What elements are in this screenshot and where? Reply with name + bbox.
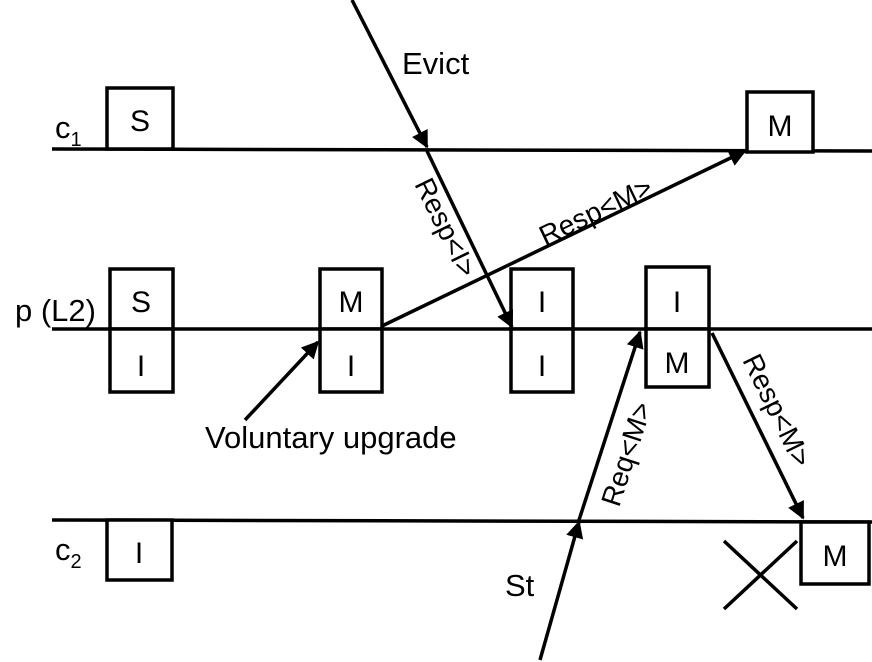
c2-initial-state-box [105, 518, 174, 582]
p-col2-bottom-state: I [347, 350, 355, 383]
voluntary-upgrade-label: Voluntary upgrade [205, 420, 457, 455]
p-col1-bottom-box [108, 327, 175, 394]
c1-initial-state-box [105, 86, 175, 151]
store-arrow [538, 520, 584, 661]
p-col4-bottom-box [644, 327, 711, 389]
p-col2-bottom-box [318, 327, 384, 394]
c2-timeline [51, 518, 872, 524]
c1-final-state: M [768, 110, 793, 143]
c2-final-state-box [799, 520, 871, 586]
p-label: p (L2) [15, 293, 96, 328]
c1-final-state-box [745, 90, 815, 154]
store-label: St [505, 568, 535, 603]
p-col1-top-box [108, 267, 175, 331]
p-col3-top-state: I [538, 286, 546, 319]
p-col4-top-state: I [673, 286, 681, 319]
cross-mark-b [722, 539, 799, 611]
voluntary-upgrade-arrow [243, 340, 320, 422]
c2-initial-state: I [135, 537, 143, 570]
p-col3-bottom-state: I [538, 350, 546, 383]
c1-initial-state: S [130, 105, 150, 138]
p-col1-bottom-state: I [137, 350, 145, 383]
p-col2-top-box [318, 267, 384, 331]
c2-label: c2 [55, 532, 82, 573]
p-col2-top-state: M [339, 286, 364, 319]
evict-arrow [350, 0, 429, 149]
resp-m-to-c1-label: Resp<M> [534, 171, 657, 251]
p-col3-top-box [509, 267, 575, 331]
resp-m-to-c2-arrow [710, 332, 805, 520]
req-m-label: Req<M> [595, 398, 658, 510]
p-col1-top-state: S [131, 286, 151, 319]
resp-m-to-c1-arrow [381, 149, 747, 328]
resp-i-arrow [425, 150, 514, 329]
c1-label: c1 [55, 110, 82, 151]
evict-label: Evict [402, 46, 470, 81]
p-col3-bottom-box [509, 327, 575, 394]
c2-final-state: M [823, 540, 848, 573]
p-col4-bottom-state: M [665, 347, 690, 380]
req-m-arrow [577, 330, 644, 521]
